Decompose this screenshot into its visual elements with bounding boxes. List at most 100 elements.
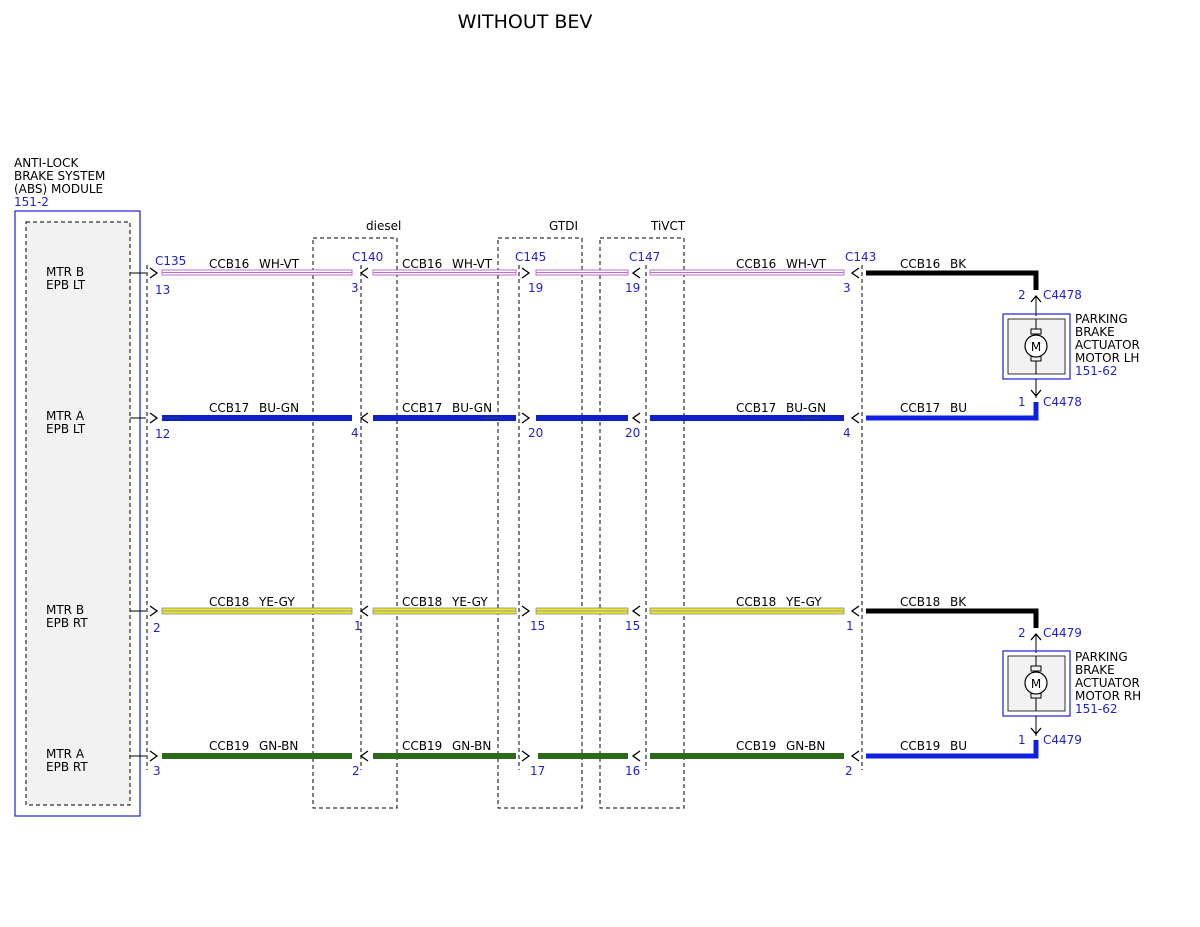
actuator-name-line-2: BRAKE bbox=[1075, 325, 1115, 339]
actuator-bottom-connector: C4479 bbox=[1043, 733, 1082, 747]
actuator-top-pin: 2 bbox=[1018, 626, 1026, 640]
gtdi-group-box bbox=[497, 237, 583, 809]
pin-number: 20 bbox=[625, 426, 640, 440]
wire-color-code: WH-VT bbox=[259, 257, 300, 271]
pin-number: 4 bbox=[351, 426, 359, 440]
pin-number: 15 bbox=[625, 619, 640, 633]
abs-module-name-line-2: BRAKE SYSTEM bbox=[14, 169, 105, 183]
connector-c147-label: C147 bbox=[629, 250, 660, 264]
wire-bu bbox=[866, 740, 1039, 759]
wire-color-code: YE-GY bbox=[451, 595, 488, 609]
circuit-number: CCB18 bbox=[736, 595, 776, 609]
pin-number: 3 bbox=[843, 281, 851, 295]
pin-number: 2 bbox=[352, 764, 360, 778]
circuit-number: CCB17 bbox=[402, 401, 442, 415]
connector-c140-label: C140 bbox=[352, 250, 383, 264]
actuator-bottom-pin: 1 bbox=[1018, 733, 1026, 747]
motor-symbol: M bbox=[1031, 340, 1041, 354]
actuator-name-line-2: BRAKE bbox=[1075, 663, 1115, 677]
circuit-number: CCB18 bbox=[209, 595, 249, 609]
pin-number: 1 bbox=[354, 619, 362, 633]
pin-number: 12 bbox=[155, 427, 170, 441]
pin-number: 19 bbox=[528, 281, 543, 295]
circuit-number: CCB19 bbox=[900, 739, 940, 753]
actuator-name-line-4: MOTOR RH bbox=[1075, 689, 1141, 703]
circuit-number: CCB19 bbox=[402, 739, 442, 753]
pin-number: 3 bbox=[153, 764, 161, 778]
pin-number: 16 bbox=[625, 764, 640, 778]
circuit-number: CCB17 bbox=[900, 401, 940, 415]
actuator-name-line-4: MOTOR LH bbox=[1075, 351, 1139, 365]
actuator-bottom-connector: C4478 bbox=[1043, 395, 1082, 409]
wire-ye-gy bbox=[161, 607, 845, 615]
wire-color-code: YE-GY bbox=[785, 595, 822, 609]
circuit-row-ccb16: MTR B EPB LT CCB16 WH-VT CCB16 WH-VT CCB… bbox=[46, 257, 1039, 297]
parking-brake-actuator-rh: 2 C4479 M 1 C4479 PARKING BRAKE ACTUATOR… bbox=[1002, 626, 1141, 747]
pin-number: 15 bbox=[530, 619, 545, 633]
wire-color-code: GN-BN bbox=[786, 739, 825, 753]
wire-color-code: GN-BN bbox=[452, 739, 491, 753]
circuit-number: CCB16 bbox=[736, 257, 776, 271]
actuator-ref: 151-62 bbox=[1075, 364, 1118, 378]
actuator-bottom-pin: 1 bbox=[1018, 395, 1026, 409]
wire-color-code: WH-VT bbox=[786, 257, 827, 271]
pin-label-line-2: EPB RT bbox=[46, 616, 88, 630]
actuator-name-line-3: ACTUATOR bbox=[1075, 338, 1140, 352]
pin-label-line-2: EPB LT bbox=[46, 422, 86, 436]
circuit-number: CCB16 bbox=[900, 257, 940, 271]
pin-number: 19 bbox=[625, 281, 640, 295]
circuit-number: CCB19 bbox=[736, 739, 776, 753]
wire-bk bbox=[866, 270, 1039, 290]
wire-color-code: BU-GN bbox=[452, 401, 492, 415]
pin-label-line-2: EPB LT bbox=[46, 278, 86, 292]
pin-label-line-1: MTR A bbox=[46, 747, 85, 761]
circuit-number: CCB18 bbox=[900, 595, 940, 609]
circuit-number: CCB16 bbox=[402, 257, 442, 271]
abs-module-inner bbox=[25, 221, 131, 806]
circuit-number: CCB17 bbox=[736, 401, 776, 415]
actuator-name-line-3: ACTUATOR bbox=[1075, 676, 1140, 690]
connector-c135-label: C135 bbox=[155, 254, 186, 268]
wire-color-code: YE-GY bbox=[258, 595, 295, 609]
wire-wh-vt bbox=[161, 269, 845, 276]
abs-module-name-line-1: ANTI-LOCK bbox=[14, 156, 79, 170]
wire-bu-gn bbox=[162, 415, 844, 421]
wire-gn-bn bbox=[162, 753, 844, 759]
motor-icon bbox=[1024, 671, 1048, 695]
wire-color-code: GN-BN bbox=[259, 739, 298, 753]
pin-number: 2 bbox=[153, 621, 161, 635]
diesel-group-label: diesel bbox=[366, 219, 401, 233]
pin-number: 1 bbox=[846, 619, 854, 633]
pin-number: 17 bbox=[530, 764, 545, 778]
abs-module-name-line-3: (ABS) MODULE bbox=[14, 182, 103, 196]
pin-number: 20 bbox=[528, 426, 543, 440]
abs-module-box bbox=[14, 210, 141, 817]
pin-number: 13 bbox=[155, 283, 170, 297]
parking-brake-actuator-lh: 2 C4478 M 1 C4478 PARKING BRAKE ACTUATOR… bbox=[1002, 288, 1140, 409]
circuit-number: CCB16 bbox=[209, 257, 249, 271]
connector-c143-label: C143 bbox=[845, 250, 876, 264]
wire-color-code: BU-GN bbox=[259, 401, 299, 415]
pin-number: 4 bbox=[843, 426, 851, 440]
abs-module-ref: 151-2 bbox=[14, 195, 49, 209]
actuator-name-line-1: PARKING bbox=[1075, 650, 1128, 664]
pin-number: 2 bbox=[845, 764, 853, 778]
pin-label-line-1: MTR A bbox=[46, 409, 85, 423]
diesel-group-box bbox=[312, 237, 398, 809]
connector-c145-label: C145 bbox=[515, 250, 546, 264]
wire-bu bbox=[866, 402, 1039, 421]
wire-color-code: BU bbox=[950, 401, 967, 415]
actuator-top-pin: 2 bbox=[1018, 288, 1026, 302]
circuit-number: CCB19 bbox=[209, 739, 249, 753]
motor-icon bbox=[1024, 334, 1048, 358]
pin-label-line-1: MTR B bbox=[46, 265, 84, 279]
gtdi-group-label: GTDI bbox=[549, 219, 578, 233]
actuator-top-connector: C4479 bbox=[1043, 626, 1082, 640]
pin-label-line-1: MTR B bbox=[46, 603, 84, 617]
circuit-row-ccb17: MTR A EPB LT CCB17 BU-GN CCB17 BU-GN CCB… bbox=[46, 401, 1039, 441]
wire-bk bbox=[866, 608, 1039, 628]
wire-color-code: WH-VT bbox=[452, 257, 493, 271]
actuator-name-line-1: PARKING bbox=[1075, 312, 1128, 326]
wire-color-code: BU bbox=[950, 739, 967, 753]
